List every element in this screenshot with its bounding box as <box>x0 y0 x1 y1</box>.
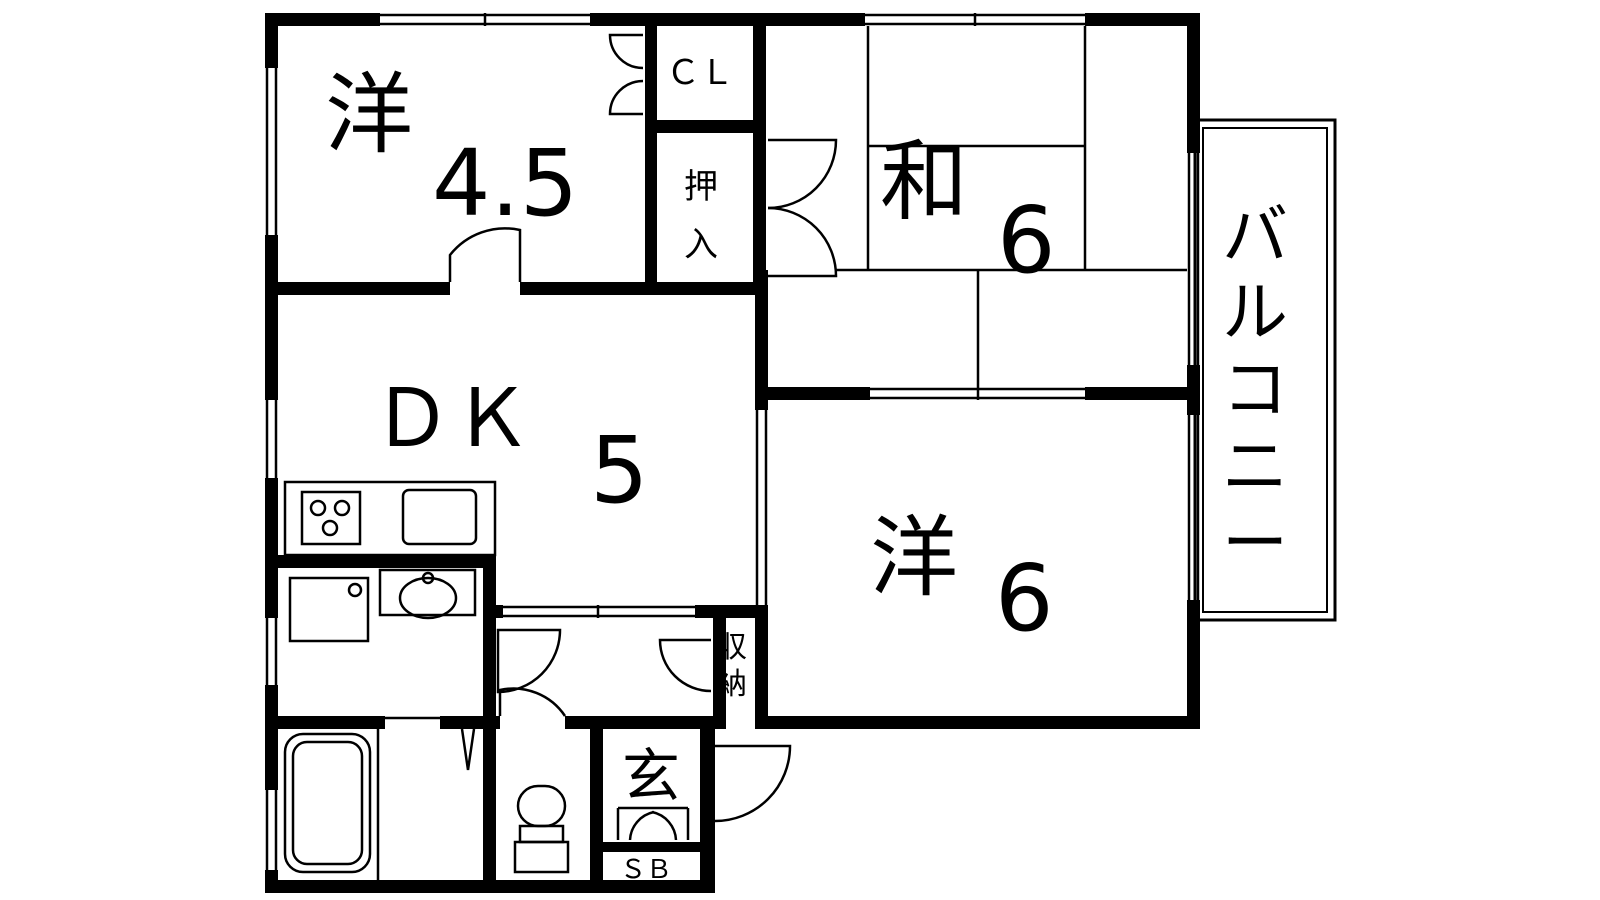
balcony-char-1: バ <box>1222 197 1288 274</box>
kitchen-counter <box>283 480 497 557</box>
interior-walls <box>265 13 1200 893</box>
sliding-door-japanese <box>870 387 1085 400</box>
balcony-label: バ ル コ ニ ー <box>1222 197 1288 582</box>
tatami-lines <box>836 26 1187 387</box>
sliding-door-hall <box>503 605 695 618</box>
dk-label: ＤＫ <box>372 372 532 465</box>
western-north-kanji: 洋 <box>325 63 413 166</box>
oshiire-label-top: 押 <box>684 167 718 207</box>
western-north-size: 4.5 <box>432 130 578 237</box>
balcony-char-5: ー <box>1222 505 1288 582</box>
wash-basin <box>378 568 477 620</box>
balcony-char-4: ニ <box>1222 428 1288 505</box>
sliding-door-dk <box>755 410 768 605</box>
western-south-size: 6 <box>995 545 1054 652</box>
oshiire-label-bottom: 入 <box>684 225 718 265</box>
japanese-kanji: 和 <box>880 130 968 233</box>
washing-machine <box>288 576 370 643</box>
balcony-char-2: ル <box>1222 274 1288 351</box>
toilet <box>513 784 570 874</box>
closet-label: ＣＬ <box>666 53 734 93</box>
japanese-size: 6 <box>997 187 1056 294</box>
windows <box>265 13 1200 870</box>
bathtub <box>283 729 380 880</box>
western-south-kanji: 洋 <box>870 506 958 609</box>
storage-label-bottom: 納 <box>717 667 747 702</box>
entrance-step <box>616 806 690 841</box>
dk-size: 5 <box>590 417 649 524</box>
storage-label-top: 収 <box>717 630 747 665</box>
balcony-char-3: コ <box>1222 351 1288 428</box>
entrance-label: 玄 <box>622 742 680 810</box>
shoe-box-label: ＳＢ <box>620 855 672 885</box>
doors <box>385 33 838 823</box>
